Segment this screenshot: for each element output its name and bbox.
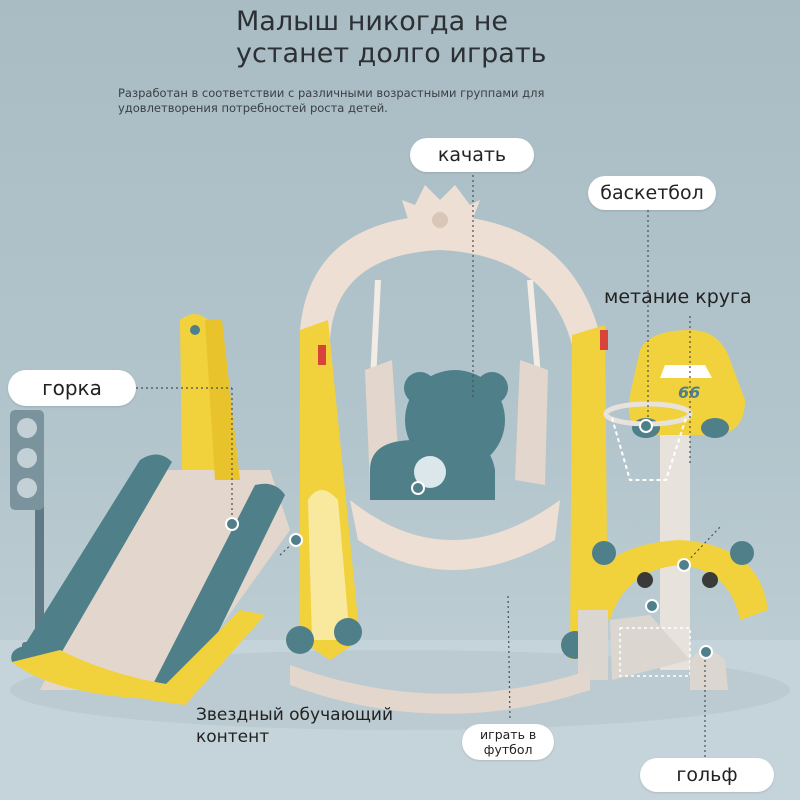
basketball-label: баскетбол xyxy=(588,176,716,210)
traffic-light-decoration xyxy=(10,410,56,650)
subtitle-line-2: удовлетворения потребностей роста детей. xyxy=(118,101,388,115)
swing-label: качать xyxy=(410,138,534,172)
football-label: играть в футбол xyxy=(462,724,555,760)
car-number-decal: 66 xyxy=(678,383,700,402)
headline-line-1: Малыш никогда не xyxy=(236,6,508,37)
swing-frame xyxy=(286,185,608,660)
star-content-label: Звездный обучающий контент xyxy=(196,704,393,748)
golf-label: гольф xyxy=(640,758,774,792)
ring-toss-label: метание круга xyxy=(604,286,752,308)
subtitle-line-1: Разработан в соответствии с различными в… xyxy=(118,86,545,100)
callout-dots xyxy=(225,419,713,659)
football-label-line-1: играть в xyxy=(480,727,537,742)
headline: Малыш никогда не устанет долго играть xyxy=(236,6,546,70)
subtitle: Разработан в соответствии с различными в… xyxy=(118,86,638,116)
basketball-hoop: 66 xyxy=(603,330,745,670)
headline-line-2: устанет долго играть xyxy=(236,38,547,69)
slide-label: горка xyxy=(8,370,136,406)
swing-seat xyxy=(350,279,560,570)
football-label-line-2: футбол xyxy=(483,742,533,757)
star-content-label-line-1: Звездный обучающий xyxy=(196,705,393,725)
star-content-label-line-2: контент xyxy=(196,727,270,747)
football-goal xyxy=(578,540,768,690)
callout-lines xyxy=(136,175,721,760)
base-rail xyxy=(290,665,590,714)
